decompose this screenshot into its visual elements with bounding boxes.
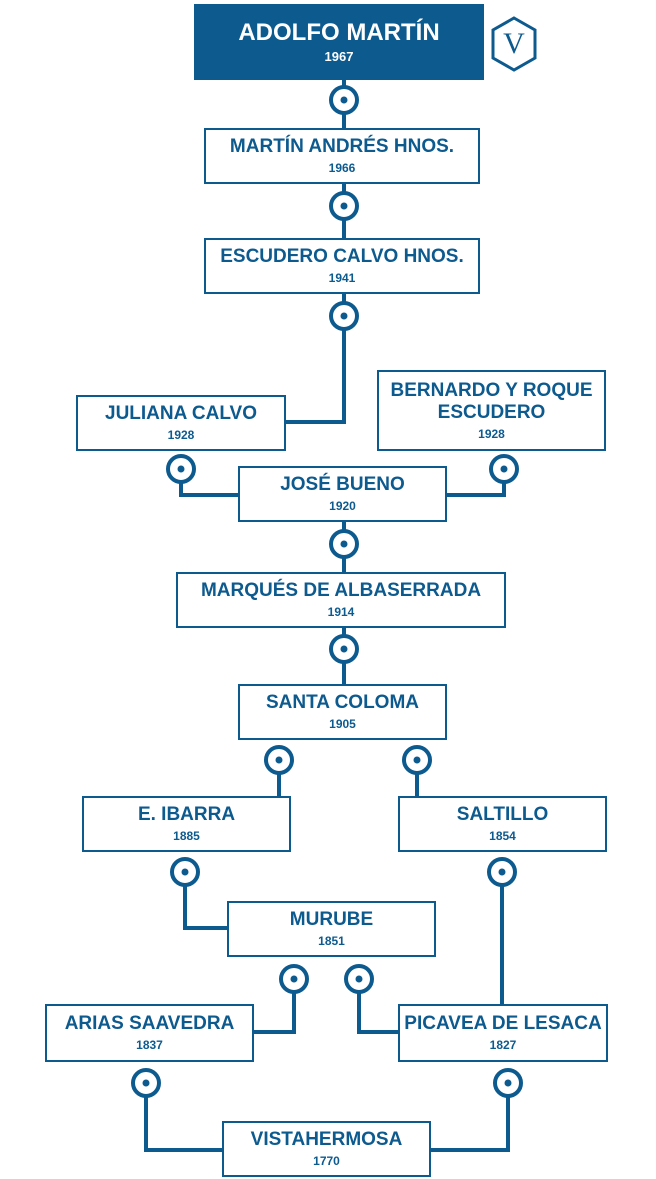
connector-dot-icon bbox=[344, 964, 374, 994]
connector-dot-icon bbox=[489, 454, 519, 484]
node-martin-andres: MARTÍN ANDRÉS HNOS. 1966 bbox=[204, 128, 480, 184]
node-name: SALTILLO bbox=[456, 804, 549, 825]
connector-dot-icon bbox=[329, 301, 359, 331]
node-escudero-calvo: ESCUDERO CALVO HNOS. 1941 bbox=[204, 238, 480, 294]
node-year: 1920 bbox=[329, 499, 356, 513]
node-murube: MURUBE 1851 bbox=[227, 901, 436, 957]
hexagon-v-logo-icon bbox=[491, 16, 537, 72]
connector-dot-icon bbox=[279, 964, 309, 994]
node-year: 1837 bbox=[136, 1038, 163, 1052]
connector-line bbox=[144, 1083, 222, 1152]
connector-line bbox=[286, 316, 346, 424]
node-year: 1966 bbox=[328, 161, 356, 175]
connector-dot-icon bbox=[166, 454, 196, 484]
connector-line bbox=[254, 979, 296, 1034]
node-year: 1967 bbox=[324, 49, 354, 64]
node-name: JOSÉ BUENO bbox=[280, 474, 405, 495]
node-name: E. IBARRA bbox=[137, 804, 236, 825]
connector-line bbox=[183, 872, 228, 930]
node-year: 1928 bbox=[167, 428, 195, 442]
connector-dot-icon bbox=[487, 857, 517, 887]
node-name-line2: ESCUDERO bbox=[437, 401, 546, 423]
connector-line bbox=[357, 979, 400, 1034]
node-saltillo: SALTILLO 1854 bbox=[398, 796, 607, 852]
connector-dot-icon bbox=[402, 745, 432, 775]
node-name: PICAVEA DE LESACA bbox=[404, 1013, 602, 1034]
node-year: 1914 bbox=[327, 605, 355, 619]
connector-dot-icon bbox=[329, 85, 359, 115]
node-e-ibarra: E. IBARRA 1885 bbox=[82, 796, 291, 852]
node-bernardo-roque: BERNARDO Y ROQUE ESCUDERO 1928 bbox=[377, 370, 606, 451]
connector-dot-icon bbox=[170, 857, 200, 887]
node-jose-bueno: JOSÉ BUENO 1920 bbox=[238, 466, 447, 522]
node-year: 1854 bbox=[489, 829, 516, 843]
node-name: ARIAS SAAVEDRA bbox=[64, 1013, 235, 1034]
node-picavea-de-lesaca: PICAVEA DE LESACA 1827 bbox=[398, 1004, 608, 1062]
node-year: 1885 bbox=[173, 829, 200, 843]
node-year: 1851 bbox=[318, 934, 345, 948]
node-name: VISTAHERMOSA bbox=[250, 1129, 403, 1150]
node-vistahermosa: VISTAHERMOSA 1770 bbox=[222, 1121, 431, 1177]
node-name: ESCUDERO CALVO HNOS. bbox=[220, 246, 464, 267]
connector-dot-icon bbox=[329, 191, 359, 221]
connector-dot-icon bbox=[493, 1068, 523, 1098]
connector-dot-icon bbox=[329, 529, 359, 559]
node-juliana-calvo: JULIANA CALVO 1928 bbox=[76, 395, 286, 451]
node-name: JULIANA CALVO bbox=[105, 403, 257, 424]
node-name: MARQUÉS DE ALBASERRADA bbox=[200, 580, 482, 601]
node-name: MURUBE bbox=[289, 909, 374, 930]
node-name: SANTA COLOMA bbox=[265, 692, 420, 713]
connector-dot-icon bbox=[131, 1068, 161, 1098]
node-year: 1827 bbox=[489, 1038, 517, 1052]
node-name-line1: BERNARDO Y ROQUE bbox=[390, 379, 593, 401]
node-adolfo-martin: ADOLFO MARTÍN 1967 bbox=[194, 4, 484, 80]
node-arias-saavedra: ARIAS SAAVEDRA 1837 bbox=[45, 1004, 254, 1062]
connector-dot-icon bbox=[264, 745, 294, 775]
node-name: MARTÍN ANDRÉS HNOS. bbox=[229, 136, 455, 157]
logo-letter: V bbox=[503, 27, 525, 60]
node-year: 1905 bbox=[329, 717, 356, 731]
connector-dot-icon bbox=[329, 634, 359, 664]
node-year: 1928 bbox=[478, 426, 505, 441]
node-year: 1770 bbox=[313, 1154, 340, 1168]
connector-line bbox=[430, 1083, 510, 1152]
node-marques-albaserrada: MARQUÉS DE ALBASERRADA 1914 bbox=[176, 572, 506, 628]
node-santa-coloma: SANTA COLOMA 1905 bbox=[238, 684, 447, 740]
node-year: 1941 bbox=[328, 271, 356, 285]
node-name: ADOLFO MARTÍN bbox=[238, 19, 440, 46]
